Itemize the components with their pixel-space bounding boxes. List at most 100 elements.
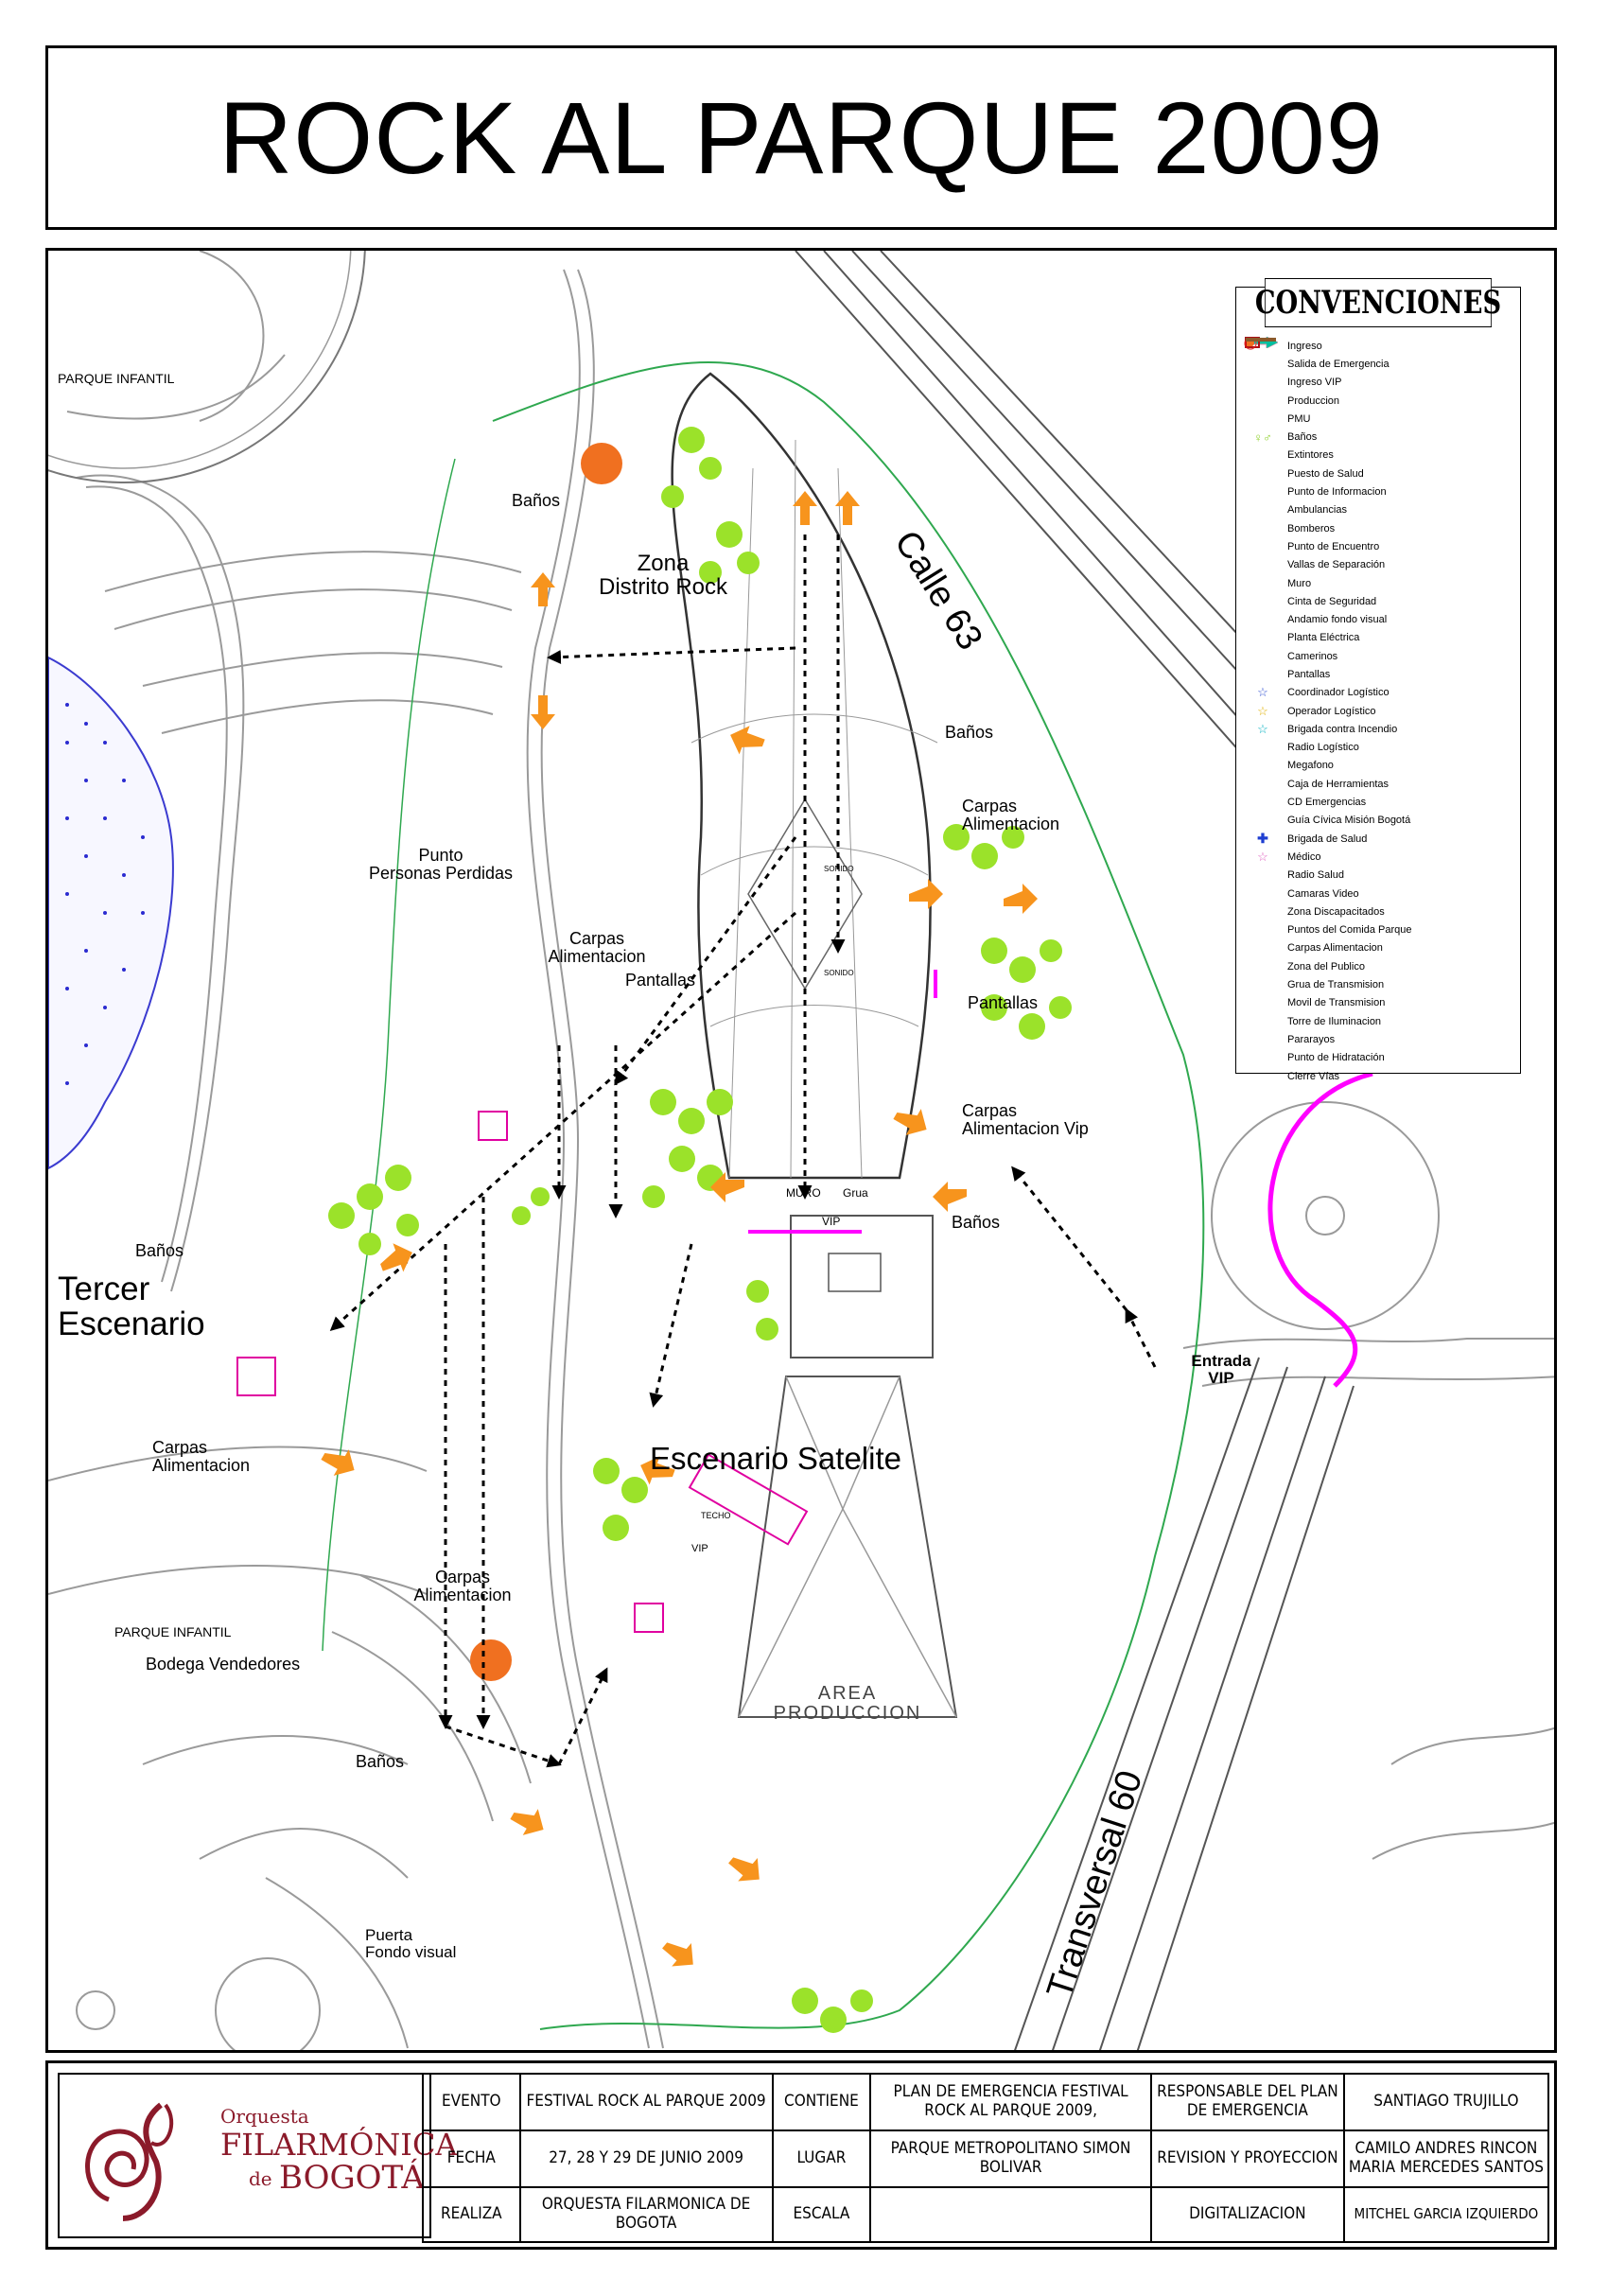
legend-item: Camaras Video — [1244, 337, 1518, 903]
legend-item-label: CD Emergencias — [1287, 797, 1367, 809]
label-puerta-fondo-visual: Puerta Fondo visual — [365, 1926, 457, 1961]
legend-item-label: Grua de Transmision — [1287, 979, 1385, 991]
fecha-value: 27, 28 Y 29 DE JUNIO 2009 — [518, 2129, 774, 2188]
orchestra-logo-icon — [85, 2102, 174, 2221]
legend-item-label: Pantallas — [1287, 668, 1331, 680]
label-parque-infantil-top: PARQUE INFANTIL — [58, 371, 175, 386]
responsable-label: RESPONSABLE DEL PLAN DE EMERGENCIA — [1149, 2073, 1345, 2131]
x-box-icon — [1244, 337, 1282, 663]
legend-item-label: Brigada de Salud — [1287, 833, 1368, 845]
blue-cross-icon: ✚ — [1257, 831, 1268, 847]
legend-item: Torre de Iluminacion — [1244, 337, 1518, 1030]
legend-item-label: Baños — [1287, 431, 1318, 444]
legend-item-label: Muro — [1287, 577, 1312, 589]
legend-item-label: Zona Discapacitados — [1287, 905, 1385, 918]
legend-item-label: Carpas Alimentacion — [1287, 942, 1383, 955]
legend-item-label: Puntos del Comida Parque — [1287, 924, 1412, 937]
legend-item: Carpas Alimentacion — [1244, 337, 1518, 957]
legend-item-label: Punto de Encuentro — [1287, 540, 1380, 552]
legend-item: Puntos del Comida Parque — [1244, 338, 1518, 939]
label-banos-2: Baños — [945, 723, 994, 742]
legend-item: Extintores — [1244, 337, 1518, 464]
guide-icon — [1244, 337, 1282, 827]
legend-item: Punto de Hidratación — [1244, 337, 1518, 1067]
legend-item-label: Torre de Iluminacion — [1287, 1015, 1382, 1027]
label-entrada-vip: Entrada VIP — [1191, 1352, 1251, 1387]
magenta-line-icon — [1244, 338, 1282, 608]
logo-line3: de — [249, 2167, 272, 2190]
toolbox-icon — [1244, 337, 1282, 791]
legend-item: ✚ Brigada de Salud — [1244, 830, 1518, 848]
legend-item: Cinta de Seguridad — [1244, 338, 1518, 610]
legend-item: Camerinos — [1244, 337, 1518, 665]
legend-heading: CONVENCIONES — [1255, 278, 1501, 327]
legend-item: CD Emergencias — [1244, 337, 1518, 811]
extinguisher-icon — [1244, 337, 1282, 462]
legend-item: ☆Coordinador Logístico — [1244, 684, 1518, 702]
blue-line-icon — [1244, 339, 1282, 571]
orange-dot-icon — [1244, 338, 1282, 937]
legend-item: Radio Salud — [1244, 337, 1518, 885]
legend-item: Ingreso — [1244, 337, 1518, 355]
blue-box-icon — [1244, 337, 1282, 426]
logo-box: Orquesta FILARMÓNICA de BOGOTÁ — [58, 2073, 458, 2238]
label-muro: MURO — [786, 1186, 821, 1200]
megaphone-icon — [1244, 337, 1282, 772]
legend-item: Planta Eléctrica — [1244, 337, 1518, 647]
legend-item-label: Radio Salud — [1287, 869, 1344, 882]
label-bodega-vendedores: Bodega Vendedores — [146, 1655, 301, 1674]
legend-item-label: PMU — [1287, 412, 1311, 425]
legend-item: Punto de Informacion — [1244, 337, 1518, 500]
contiene-label: CONTIENE — [771, 2073, 872, 2131]
cyan-star-icon: ☆ — [1257, 721, 1268, 736]
legend-item-label: Cierre Vías — [1287, 1070, 1340, 1082]
legend-item: ♀♂ Baños — [1244, 428, 1518, 446]
legend-item: ☆Médico — [1244, 848, 1518, 866]
realiza-value: ORQUESTA FILARMONICA DE BOGOTA — [518, 2186, 774, 2243]
people-icon: ♀♂ — [1253, 429, 1272, 445]
escala-value — [869, 2186, 1152, 2243]
legend-item: Guía Cívica Misión Bogotá — [1244, 337, 1518, 830]
legend-item: Bomberos — [1244, 337, 1518, 537]
label-sonido-2: SONIDO — [824, 969, 854, 977]
green-radio-icon — [1244, 337, 1282, 754]
legend-item-label: Camerinos — [1287, 650, 1338, 662]
escala-label: ESCALA — [771, 2186, 872, 2243]
title-box: ROCK AL PARQUE 2009 — [45, 45, 1557, 230]
legend-item: Vallas de Separación — [1244, 339, 1518, 574]
legend-item: Punto de Encuentro — [1244, 338, 1518, 555]
red-circle-icon — [1244, 337, 1282, 1046]
legend-item-label: Médico — [1287, 850, 1321, 863]
legend-item-label: Puesto de Salud — [1287, 467, 1364, 480]
label-vip-2: VIP — [691, 1543, 708, 1554]
legend-item-label: Caja de Herramientas — [1287, 778, 1389, 790]
label-pantallas-1: Pantallas — [625, 971, 696, 990]
purple-box-icon — [1244, 337, 1282, 644]
label-carpas-1: Carpas Alimentacion — [962, 797, 1060, 833]
legend-item: Radio Logístico — [1244, 337, 1518, 757]
legend-item: Muro — [1244, 339, 1518, 592]
legend-item-label: Andamio fondo visual — [1287, 614, 1388, 626]
responsable-value: SANTIAGO TRUJILLO — [1342, 2073, 1550, 2131]
legend-item: Produccion — [1244, 337, 1518, 410]
label-carpas-3: Carpas Alimentacion — [152, 1438, 251, 1475]
revision-value: CAMILO ANDRES RINCON MARIA MERCEDES SANT… — [1342, 2129, 1550, 2188]
label-techo: TECHO — [701, 1511, 731, 1520]
label-tercer-escenario: Tercer Escenario — [58, 1271, 205, 1342]
legend-item-label: Camaras Video — [1287, 887, 1359, 900]
legend-item: Caja de Herramientas — [1244, 337, 1518, 793]
page-title: ROCK AL PARQUE 2009 — [218, 80, 1384, 195]
label-grua: Grua — [843, 1186, 868, 1200]
legend-item-label: Bomberos — [1287, 522, 1336, 535]
legend-item-label: Punto de Hidratación — [1287, 1052, 1385, 1064]
legend-item: ☆Brigada contra Incendio — [1244, 720, 1518, 738]
legend-item-label: Ingreso VIP — [1287, 377, 1342, 389]
legend-item-label: Movil de Transmision — [1287, 997, 1386, 1009]
fire-truck-icon — [1244, 337, 1282, 535]
legend-item-label: Punto de Informacion — [1287, 486, 1387, 499]
brown-line-icon — [1244, 339, 1282, 590]
label-zona-distrito-rock: Zona Distrito Rock — [598, 551, 728, 601]
label-area-produccion: AREA PRODUCCION — [773, 1683, 922, 1724]
legend-item: Megafono — [1244, 337, 1518, 775]
cross-icon — [1244, 337, 1282, 481]
